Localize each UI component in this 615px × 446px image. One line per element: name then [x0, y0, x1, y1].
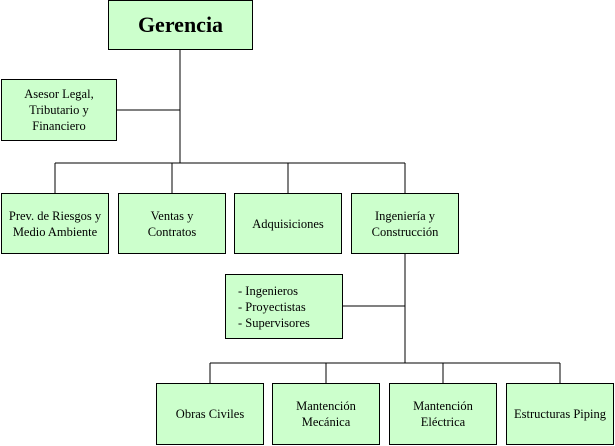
node-asesor: Asesor Legal, Tributario y Financiero — [1, 79, 117, 141]
node-gerencia: Gerencia — [108, 0, 253, 50]
node-unit-mantencion-electrica: Mantención Eléctrica — [389, 383, 497, 445]
node-department-adquisiciones: Adquisiciones — [234, 193, 342, 254]
node-unit-mantencion-mecanica: Mantención Mecánica — [272, 383, 380, 445]
node-department-ingenieria: Ingeniería y Construcción — [351, 193, 459, 254]
node-staff-list: - Ingenieros - Proyectistas - Supervisor… — [225, 274, 343, 339]
node-department-ventas: Ventas y Contratos — [118, 193, 226, 254]
node-department-prevencion: Prev. de Riesgos y Medio Ambiente — [1, 193, 109, 254]
node-unit-estructuras-piping: Estructuras Piping — [506, 383, 614, 445]
node-unit-obras-civiles: Obras Civiles — [156, 383, 264, 445]
